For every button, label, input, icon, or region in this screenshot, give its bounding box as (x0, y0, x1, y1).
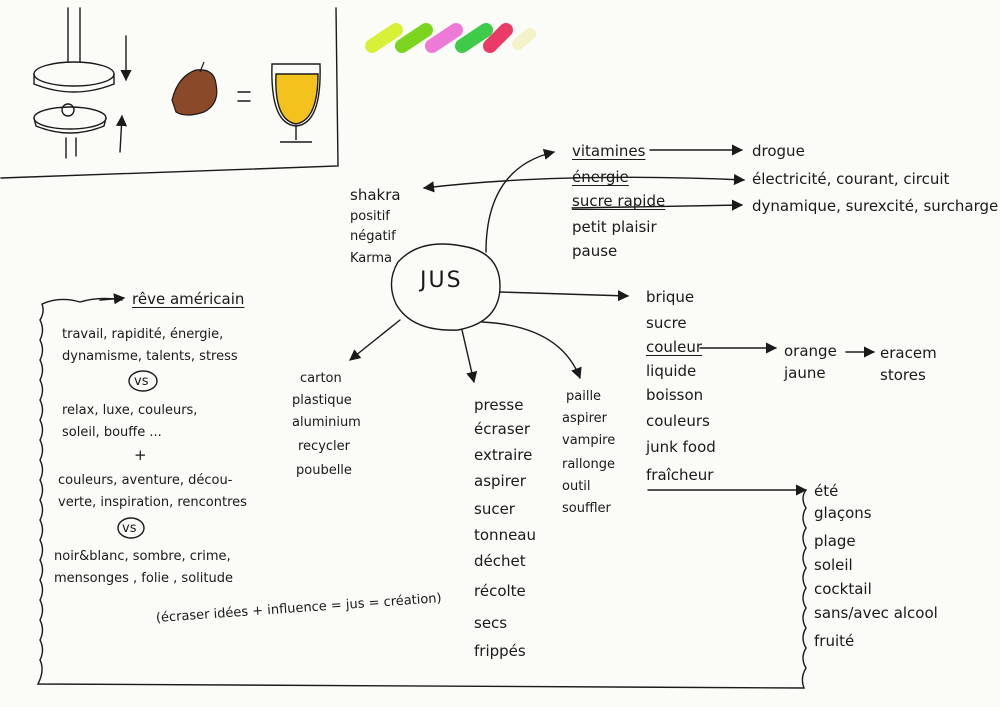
plus-label: + (134, 446, 147, 464)
vs-label: vs (122, 521, 137, 536)
branch-item: souffler (562, 501, 611, 516)
branch-item: aspirer (562, 411, 608, 426)
branch-item: recycler (298, 439, 350, 454)
branch-item: fraîcheur (646, 466, 714, 484)
vs-circle-1 (128, 370, 158, 392)
target-item: drogue (752, 142, 805, 160)
color-swatches (365, 23, 536, 53)
fraicheur-item: glaçons (814, 504, 872, 522)
center-label: JUS (420, 268, 463, 293)
box-line: couleurs, aventure, décou- (58, 473, 233, 488)
branch-item: secs (474, 614, 508, 632)
box-line: dynamisme, talents, stress (62, 349, 238, 364)
box-line: travail, rapidité, énergie, (62, 327, 224, 342)
branch-item: déchet (474, 552, 526, 570)
target-item: dynamique, surexcité, surcharge (752, 197, 999, 215)
arrow-up-icon (115, 114, 128, 153)
link-jus-presse (461, 329, 478, 384)
top-left-frame (0, 7, 339, 179)
fraicheur-item: soleil (814, 556, 853, 574)
box-line: mensonges , folie , solitude (54, 571, 233, 586)
branch-item: pause (572, 242, 618, 260)
vs-label: vs (134, 374, 149, 389)
fraicheur-item: sans/avec alcool (814, 604, 938, 622)
equals-icon (237, 91, 251, 102)
box-line: noir&blanc, sombre, crime, (54, 549, 231, 564)
box-title: rêve américain (132, 290, 245, 308)
branch-item: énergie (572, 168, 629, 186)
branch-item: rallonge (562, 457, 615, 472)
branch-item: Karma (350, 251, 393, 266)
fraicheur-item: plage (814, 532, 856, 550)
fraicheur-item: cocktail (814, 580, 872, 598)
fraicheur-item: fruité (814, 632, 855, 650)
chain-item: orange (784, 342, 837, 360)
branch-item: petit plaisir (572, 218, 657, 236)
branch-item: brique (646, 288, 695, 306)
branch-item: aluminium (292, 415, 361, 430)
branch-item: liquide (646, 362, 697, 380)
chain-item: eracem (880, 344, 937, 362)
branch-item: positif (350, 209, 390, 224)
branch-item: couleurs (646, 412, 710, 430)
link-sucre-dynamique (571, 199, 744, 211)
branch-item: presse (474, 396, 524, 414)
branch-item: poubelle (296, 463, 352, 478)
link-jus-paille (481, 321, 582, 380)
branch-item: vitamines (572, 142, 646, 160)
branch-item: paille (566, 389, 602, 404)
box-line: relax, luxe, couleurs, (62, 403, 198, 418)
branch-item: aspirer (474, 472, 526, 490)
branch-item: sucer (474, 500, 515, 518)
chain-item: stores (880, 366, 926, 384)
branch-item: couleur (646, 338, 703, 356)
link-jus-carton (349, 319, 401, 361)
chain-item: jaune (784, 364, 826, 382)
vs-circle-2 (117, 517, 145, 539)
box-line: soleil, bouffe ... (62, 425, 162, 440)
branch-item: écraser (474, 420, 531, 438)
branch-item: négatif (350, 229, 396, 244)
branch-item: carton (300, 371, 342, 386)
branch-item: extraire (474, 446, 533, 464)
branch-item: sucre (646, 314, 687, 332)
target-item: électricité, courant, circuit (752, 170, 950, 188)
link-box-reve (99, 293, 126, 305)
raisin-icon (171, 69, 218, 116)
branch-item: outil (562, 479, 591, 494)
branch-item: shakra (350, 186, 401, 204)
branch-item: vampire (562, 433, 616, 448)
branch-item: frippés (474, 642, 526, 660)
spindle-bottom-icon (33, 103, 107, 159)
jus-bubble (390, 243, 501, 331)
branch-item: récolte (474, 582, 526, 600)
branch-item: junk food (646, 438, 716, 456)
link-jus-vitamines (485, 148, 556, 253)
branch-item: sucre rapide (572, 192, 666, 210)
spindle-top-icon (33, 7, 115, 93)
branch-item: tonneau (474, 526, 536, 544)
fraicheur-item: été (814, 482, 839, 500)
beer-glass-icon (271, 63, 321, 143)
box-line: verte, inspiration, rencontres (58, 495, 247, 510)
branch-item: boisson (646, 386, 704, 404)
link-jus-brique (499, 290, 630, 302)
branch-item: plastique (292, 393, 352, 408)
link-shakra-energie (422, 173, 746, 193)
